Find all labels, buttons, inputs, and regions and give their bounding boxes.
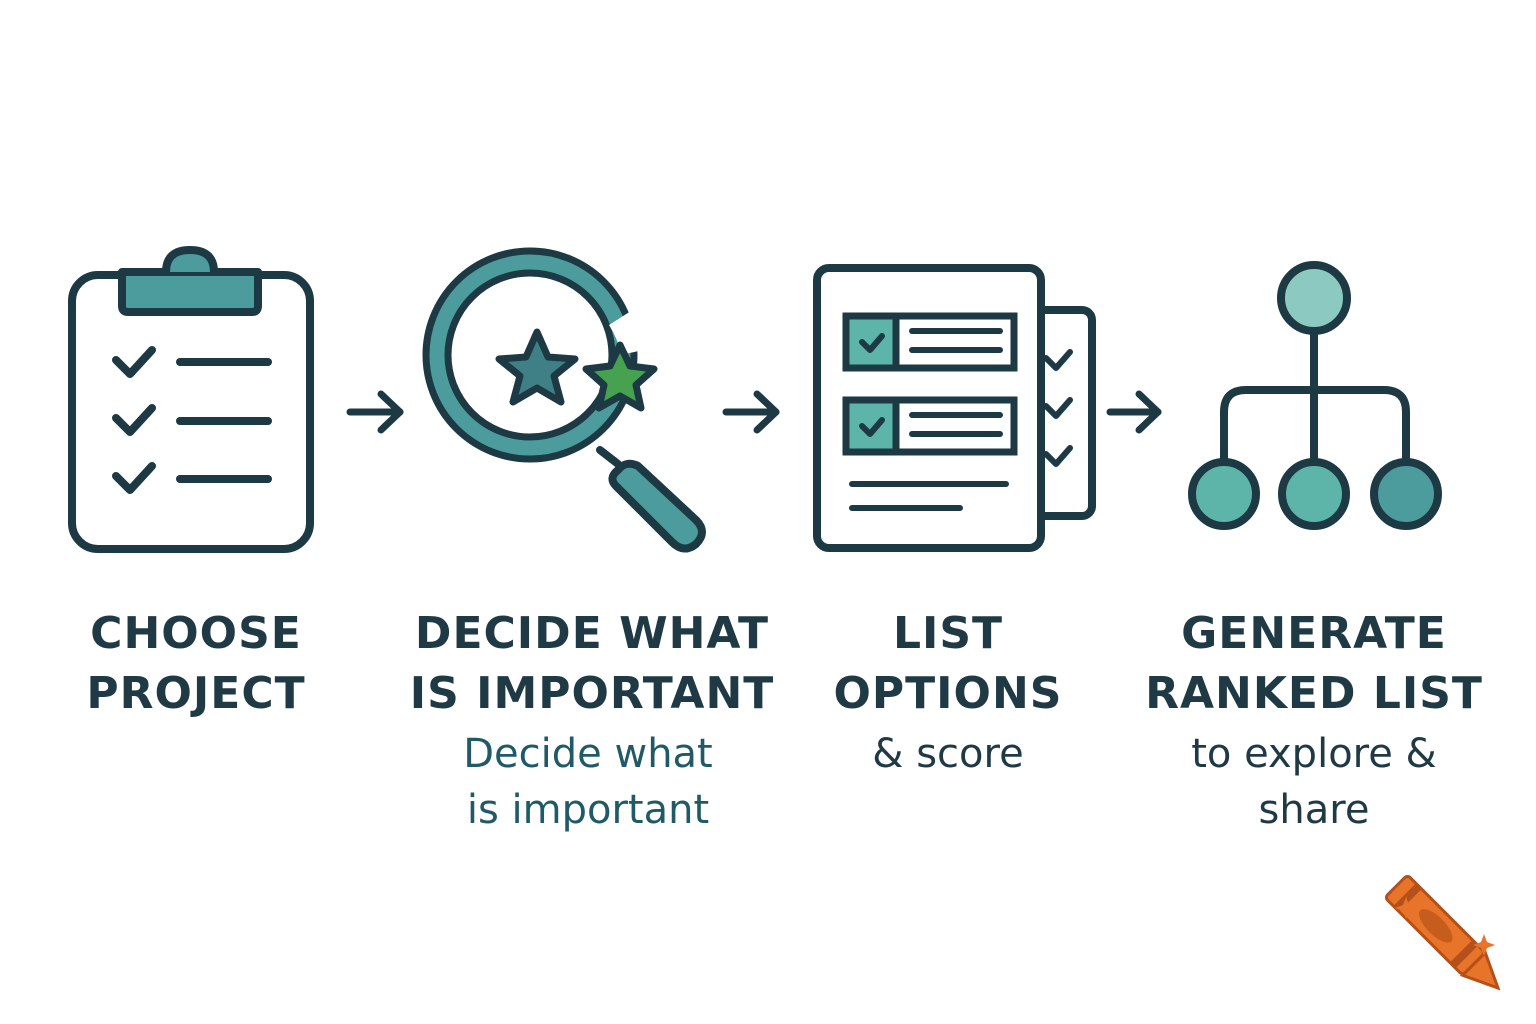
step-4-title-line2: RANKED LIST	[1145, 668, 1483, 719]
step-4-subtitle: to explore & share	[1154, 726, 1474, 838]
step-3-title: LIST OPTIONS	[798, 604, 1098, 724]
step-3-title-line2: OPTIONS	[833, 668, 1063, 719]
document-checklist-icon	[813, 264, 1096, 552]
step-4-sub-line1: to explore &	[1191, 731, 1437, 777]
crayon-logo-icon	[1385, 875, 1501, 991]
arrow-right-icon	[346, 390, 404, 434]
step-4-sub-line2: share	[1258, 787, 1370, 833]
step-4-title: GENERATE RANKED LIST	[1134, 604, 1494, 724]
hierarchy-tree-icon	[1188, 261, 1442, 530]
step-3-sub-line1: & score	[872, 731, 1024, 777]
step-1-title: CHOOSE PROJECT	[46, 604, 346, 724]
step-2-title: DECIDE WHAT IS IMPORTANT	[402, 604, 782, 724]
step-1-title-line2: PROJECT	[86, 668, 306, 719]
step-2-title-line2: IS IMPORTANT	[409, 668, 775, 719]
step-3-subtitle: & score	[798, 726, 1098, 782]
step-4-title-line1: GENERATE	[1181, 608, 1447, 659]
clipboard-checklist-icon	[68, 245, 314, 553]
arrow-right-icon	[722, 390, 780, 434]
step-2-sub-line1: Decide what	[463, 731, 713, 777]
step-2-sub-line2: is important	[466, 787, 710, 833]
step-2-subtitle: Decide what is important	[418, 726, 758, 838]
step-2-title-line1: DECIDE WHAT	[414, 608, 770, 659]
step-1-title-line1: CHOOSE	[90, 608, 302, 659]
arrow-right-icon	[1106, 390, 1162, 434]
magnifier-stars-icon	[422, 247, 706, 553]
step-3-title-line1: LIST	[892, 608, 1004, 659]
